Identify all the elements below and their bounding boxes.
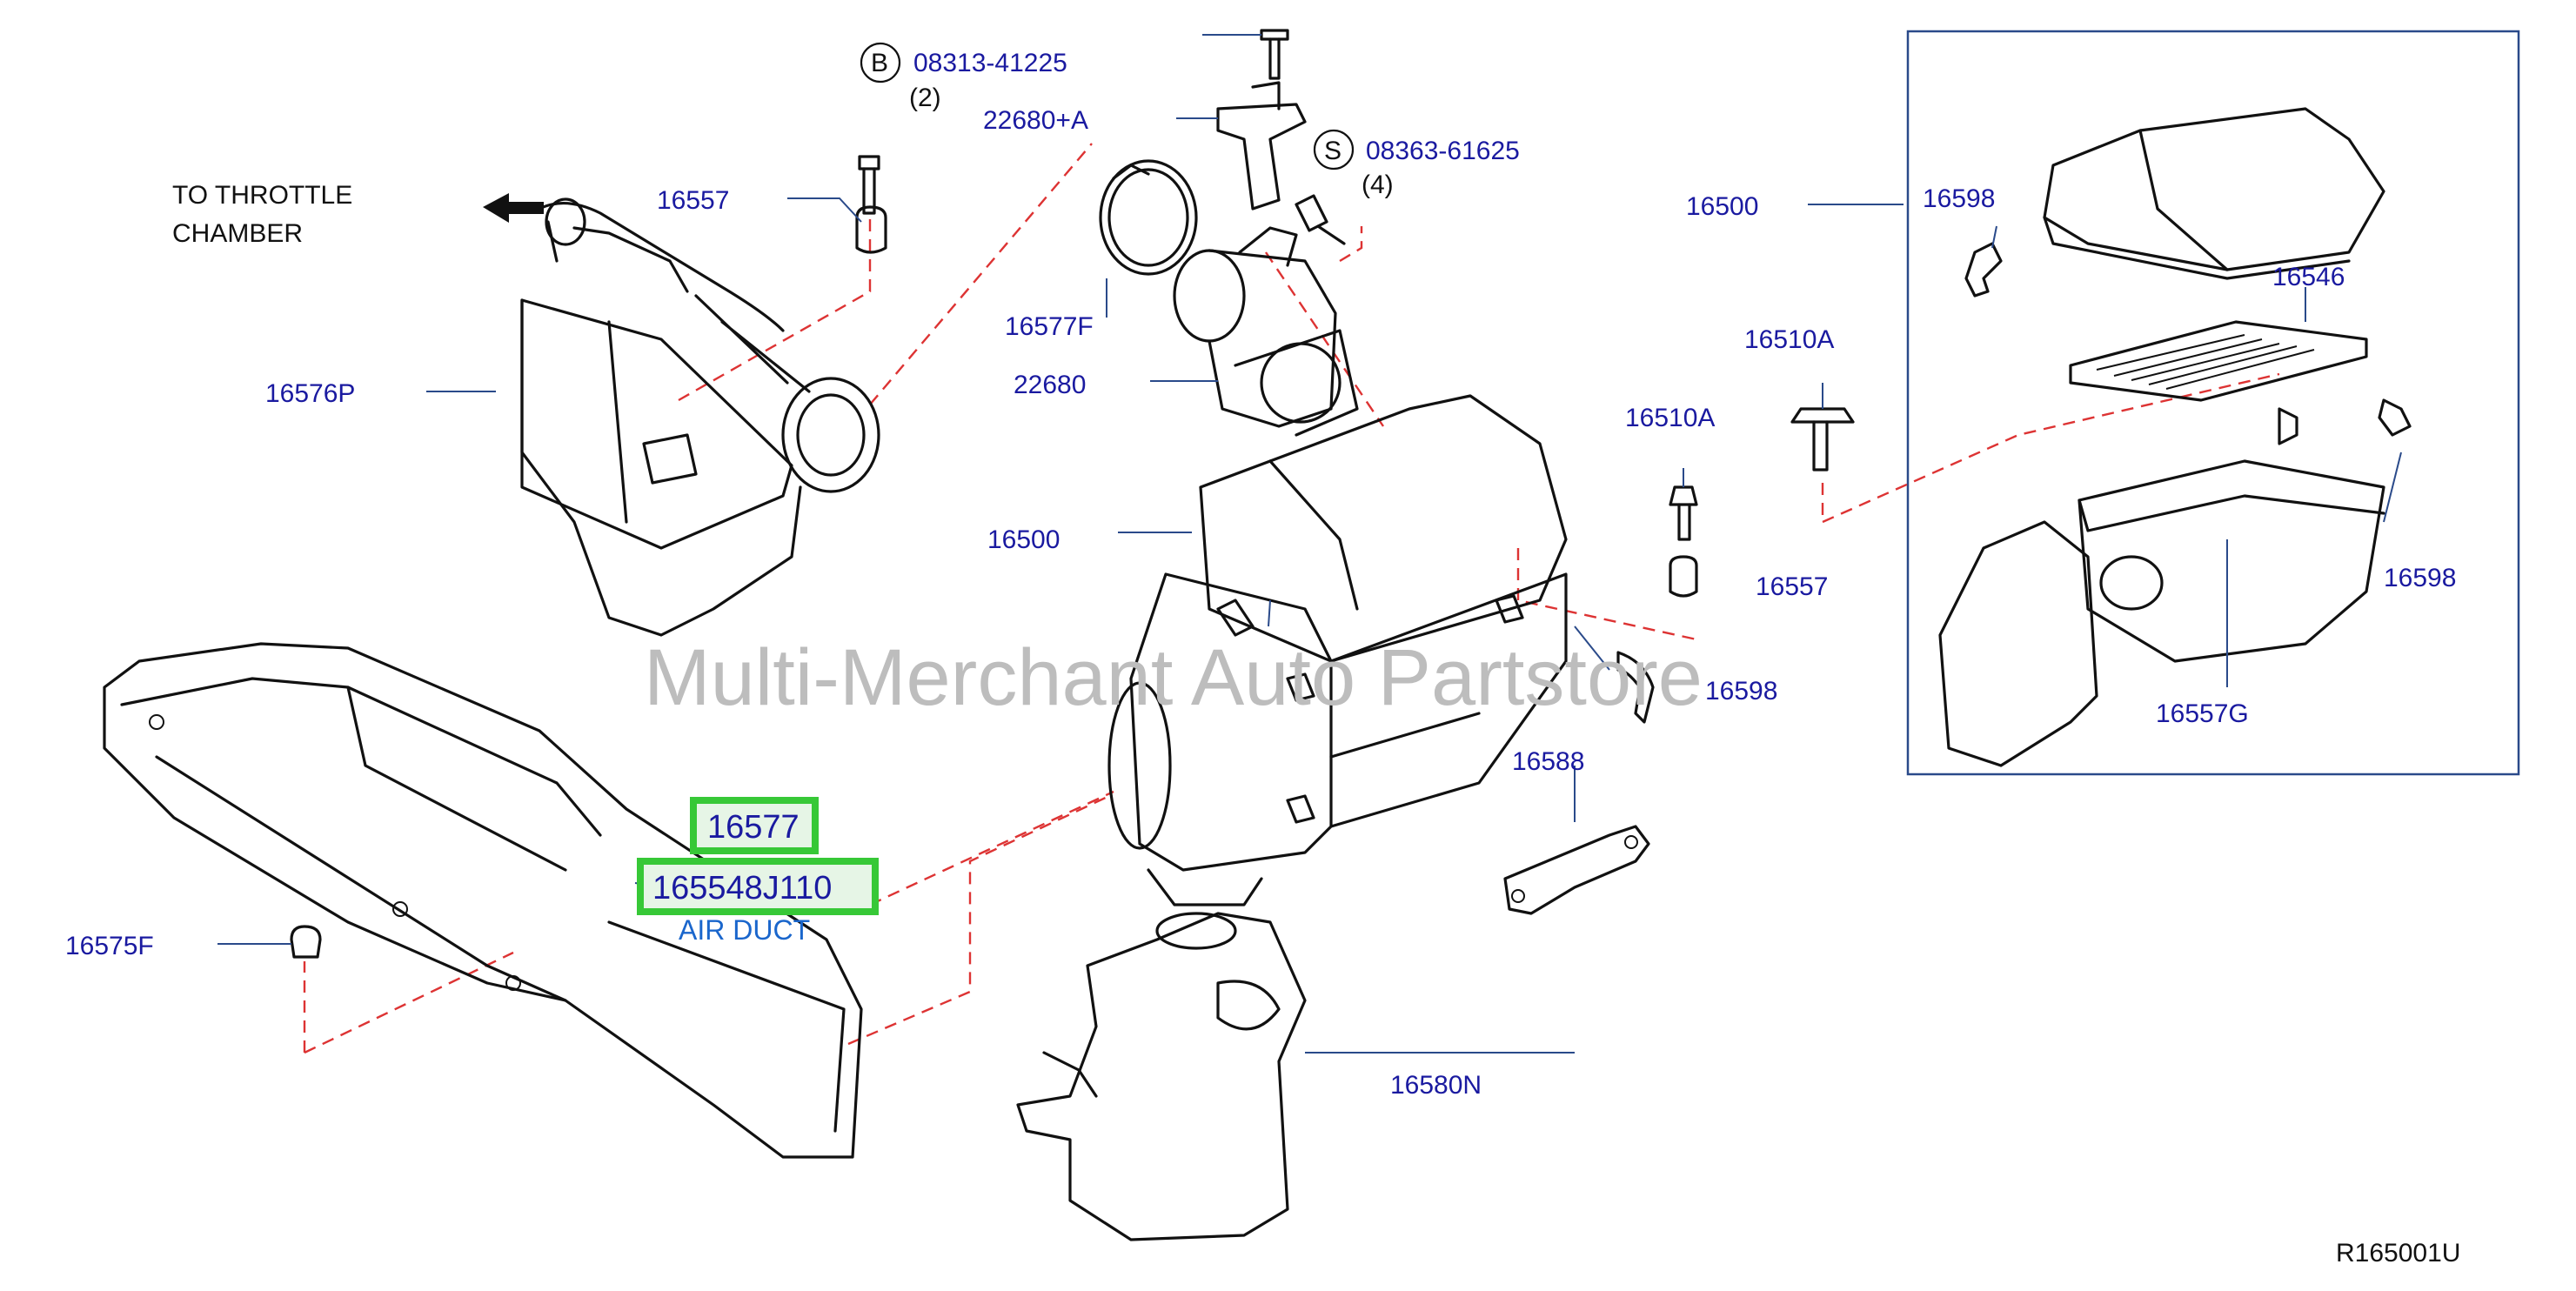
callout-s-symbol: S	[1324, 137, 1342, 165]
label-16557-right[interactable]: 16557	[1756, 572, 1828, 601]
callout-b-part-number[interactable]: 08313-41225	[913, 49, 1067, 77]
label-16557-top[interactable]: 16557	[657, 186, 729, 215]
circle-s-icon	[1313, 129, 1355, 171]
reference-dashed-lines	[303, 143, 2280, 1054]
mass-airflow-sensor-drawing	[1216, 29, 1346, 245]
label-16557g[interactable]: 16557G	[2156, 699, 2249, 728]
clip-16598-drawing	[1616, 651, 1655, 724]
label-oem-part-number[interactable]: 165548J110	[652, 870, 832, 906]
label-16546[interactable]: 16546	[2272, 263, 2345, 291]
watermark-text: Multi-Merchant Auto Partstore	[644, 633, 1703, 722]
throttle-note: TO THROTTLE CHAMBER	[172, 181, 352, 248]
inset-clips-16598-drawing	[1964, 242, 2412, 437]
label-16577f[interactable]: 16577F	[1005, 312, 1094, 341]
label-22680[interactable]: 22680	[1014, 371, 1086, 399]
label-16575f[interactable]: 16575F	[65, 932, 154, 960]
circle-b-icon	[860, 42, 901, 84]
inset-upper-cover-drawing	[2043, 107, 2385, 280]
highlight-16577-box	[690, 797, 819, 854]
label-16598-mid[interactable]: 16598	[1705, 677, 1777, 706]
callout-bolt-b: B 08313-41225 (2)	[860, 42, 1067, 112]
label-air-duct: AIR DUCT	[679, 914, 810, 946]
label-16500-main[interactable]: 16500	[987, 525, 1060, 554]
label-16598-inset-right[interactable]: 16598	[2384, 564, 2456, 592]
callout-b-symbol: B	[871, 49, 888, 77]
label-16598-inset-left[interactable]: 16598	[1923, 184, 1995, 213]
air-cleaner-16500-drawing	[1107, 394, 1568, 906]
callout-s-qty: (4)	[1362, 171, 1394, 199]
inset-lower-case-drawing	[1938, 407, 2385, 767]
callout-b-qty: (2)	[909, 84, 941, 112]
bolts-16510a-drawing	[1669, 407, 1855, 598]
inset-frame	[1906, 30, 2520, 776]
label-16576p[interactable]: 16576P	[265, 379, 355, 408]
callout-bolt-s: S 08363-61625 (4)	[1313, 129, 1520, 199]
hose-clamp-16577f-drawing	[1099, 159, 1198, 276]
label-22680a[interactable]: 22680+A	[983, 106, 1088, 135]
label-16510a-lower[interactable]: 16510A	[1625, 404, 1715, 432]
label-16580n[interactable]: 16580N	[1390, 1071, 1482, 1100]
inset-filter-16546-drawing	[2069, 320, 2368, 402]
diagram-code: R165001U	[2336, 1239, 2460, 1268]
part-labels: 16557 16576P 22680+A 16577F 22680 16500 …	[65, 106, 2456, 1100]
bracket-16588-drawing	[1503, 825, 1650, 915]
resonator-16576p-drawing	[520, 197, 880, 637]
air-duct-16577-drawing	[103, 642, 863, 1159]
airflow-meter-22680-drawing	[1173, 226, 1359, 437]
callout-s-part-number[interactable]: 08363-61625	[1366, 137, 1520, 165]
duct-16580n-drawing	[1016, 912, 1307, 1241]
arrow-left-icon	[483, 193, 544, 223]
label-16500-inset[interactable]: 16500	[1686, 192, 1758, 221]
throttle-note-line2: CHAMBER	[172, 219, 303, 248]
highlighted-part: 16577 165548J110 AIR DUCT	[637, 797, 879, 946]
label-16588[interactable]: 16588	[1512, 747, 1584, 776]
label-16577-highlight[interactable]: 16577	[707, 809, 800, 846]
highlight-oem-box	[637, 858, 879, 915]
clip-16575f-drawing	[290, 925, 322, 959]
label-16510a-upper[interactable]: 16510A	[1744, 325, 1834, 354]
bolt-grommet-16557-drawing	[855, 155, 887, 254]
throttle-note-line1: TO THROTTLE	[172, 181, 352, 210]
